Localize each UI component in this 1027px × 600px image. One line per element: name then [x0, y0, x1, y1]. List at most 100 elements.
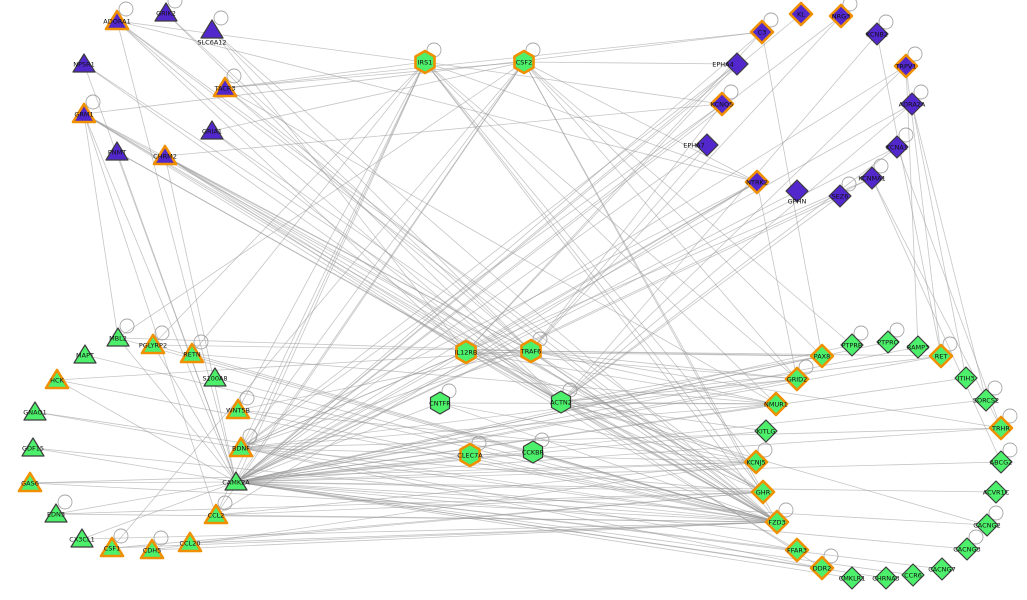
triangle-shape	[44, 368, 70, 390]
edge-kcnma1-abcg2	[871, 177, 1002, 463]
node-kcnq5[interactable]: KCNQ5	[709, 84, 739, 117]
node-il12rb[interactable]: IL12RB	[455, 339, 478, 365]
diamond-shape	[988, 415, 1014, 441]
edge-slc6a12-il12rb	[211, 29, 467, 353]
node-trpv1[interactable]: TRPV1	[893, 46, 923, 79]
edge-ccl20-fzd3	[189, 521, 778, 544]
edge-c3-il12rb	[465, 31, 763, 353]
node-ret[interactable]: RET	[928, 336, 958, 369]
node-cacng7[interactable]: CACNG7	[928, 557, 956, 581]
node-ramp3[interactable]: RAMP3	[906, 335, 930, 359]
edge-tacr3-csf2	[224, 61, 525, 89]
edge-kl-camk2a	[235, 13, 802, 483]
edge-camk2a-cacng3	[235, 481, 968, 550]
node-npsr1[interactable]: NPSR1	[72, 53, 96, 73]
node-mbl2[interactable]: MBL2	[106, 318, 135, 347]
node-bdnf[interactable]: BDNF	[228, 428, 258, 458]
node-irs1[interactable]: IRS1	[414, 42, 442, 75]
node-ghr[interactable]: GHR	[750, 479, 776, 505]
diamond-shape	[750, 479, 776, 505]
hexagon-shape	[429, 391, 451, 415]
node-fzd3[interactable]: FZD3	[764, 502, 794, 535]
edge-bdnf-trhr	[240, 427, 1002, 449]
edge-adra2a-itih3	[911, 103, 967, 379]
node-mapt[interactable]: MAPT	[73, 344, 97, 364]
node-gnao1[interactable]: GNAO1	[23, 401, 47, 421]
self-loop	[239, 390, 255, 406]
edge-traf6-bdnf	[240, 350, 532, 449]
edge-bdnf-nmur1	[240, 403, 777, 449]
edge-nrg3-traf6	[530, 15, 842, 352]
edge-il12rb-nmur1	[465, 351, 777, 405]
edge-camk2a-abcg2	[235, 461, 1002, 483]
edge-adra2a-sorcs2	[911, 103, 987, 401]
node-kl[interactable]: KL	[788, 1, 814, 27]
node-adra2a[interactable]: ADRA2A	[899, 84, 929, 116]
node-c3[interactable]: C3	[749, 12, 779, 45]
edge-epha7-traf6	[530, 144, 708, 352]
self-loop	[942, 336, 958, 352]
edge-hck-fzd3	[56, 379, 778, 523]
node-tacr3[interactable]: TACR3	[212, 68, 242, 98]
edge-cntfr-camk2a	[235, 402, 441, 483]
node-trhr[interactable]: TRHR	[988, 408, 1018, 441]
node-cx3cl1[interactable]: CX3CL1	[69, 528, 95, 548]
triangle-shape	[140, 333, 166, 355]
hexagon-shape	[522, 440, 544, 464]
diamond-shape	[809, 555, 835, 581]
node-cacng3[interactable]: CACNG3	[953, 529, 984, 561]
node-abcg2[interactable]: ABCG2	[989, 442, 1018, 474]
node-grm1[interactable]: GRM1	[71, 94, 101, 124]
node-ptpro[interactable]: PTPRO	[876, 322, 905, 354]
node-hck[interactable]: HCK	[44, 368, 70, 390]
node-grid2[interactable]: GRID2	[784, 359, 814, 392]
edge-kcna1-camk2a	[235, 146, 898, 483]
node-gria1[interactable]: GRIA1	[200, 120, 224, 140]
self-loop	[213, 10, 229, 26]
node-kcnb2[interactable]: KCNB2	[865, 14, 894, 46]
edge-sez6-camk2a	[235, 195, 841, 483]
node-cacng2[interactable]: CACNG2	[973, 505, 1004, 537]
diamond-shape	[695, 133, 719, 157]
edge-trpv1-ramp3	[905, 65, 919, 348]
node-cmklr1[interactable]: CMKLR1	[839, 566, 866, 590]
self-loop	[723, 84, 739, 100]
triangle-shape	[139, 538, 165, 560]
node-gdf15[interactable]: GDF15	[21, 437, 45, 457]
node-grik2[interactable]: GRIK2	[154, 0, 183, 22]
self-loop	[988, 505, 1004, 521]
edge-chrm2-il12rb	[164, 155, 467, 353]
edge-irs1-kcnj5	[424, 61, 757, 463]
triangle-shape	[104, 9, 130, 31]
triangle-shape	[177, 531, 203, 553]
edge-ccl2-kcnj5	[215, 461, 757, 516]
node-ntrk2[interactable]: NTRK2	[744, 169, 770, 195]
edge-wnt5b-kcnj5	[237, 409, 757, 463]
edge-kcnq5-bdnf	[240, 103, 723, 449]
node-ccr6[interactable]: CCR6	[901, 563, 925, 587]
self-loop	[763, 12, 779, 28]
diamond-shape	[930, 557, 954, 581]
node-csf1[interactable]: CSF1	[99, 528, 129, 558]
diamond-shape	[885, 135, 909, 159]
node-edn3[interactable]: EDN3	[44, 494, 73, 523]
node-pnmt[interactable]: PNMT	[105, 141, 129, 161]
node-sorcs2[interactable]: SORCS2	[973, 380, 1003, 412]
self-loop	[193, 334, 209, 350]
edge-bdnf-ffar3	[240, 447, 798, 551]
node-adora1[interactable]: ADORA1	[103, 1, 134, 31]
edge-tacr3-irs1	[224, 61, 426, 89]
node-pglyrp2[interactable]: PGLYRP2	[139, 325, 170, 355]
node-cdh5[interactable]: CDH5	[139, 530, 169, 560]
edge-mbl2-fzd3	[117, 337, 778, 523]
self-loop	[85, 94, 101, 110]
node-gas6[interactable]: GAS6	[17, 471, 43, 493]
node-acvr1c[interactable]: ACVR1C	[983, 480, 1010, 504]
edge-gdf15-camk2a	[32, 447, 237, 483]
triangle-shape	[99, 536, 125, 558]
edge-adora1-ntrk2	[116, 20, 758, 183]
edge-pnmt-camk2a	[116, 151, 237, 483]
node-itih3[interactable]: ITIH3	[954, 366, 978, 390]
node-kcnma1[interactable]: KCNMA1	[858, 158, 889, 190]
